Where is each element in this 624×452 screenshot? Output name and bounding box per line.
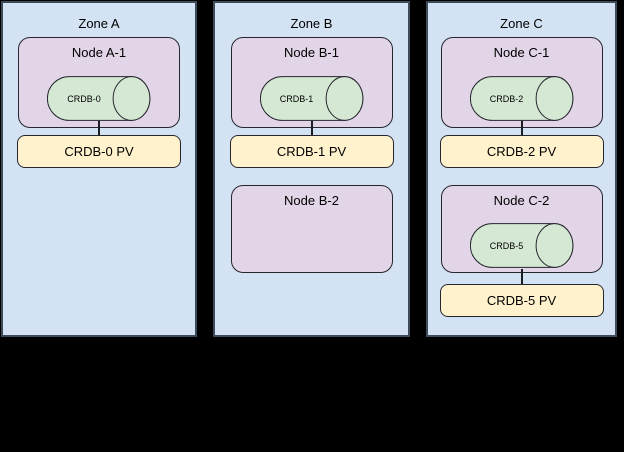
crdb-0-database-cylinder: CRDB-0 <box>46 76 151 121</box>
pv-crdb-2-box: CRDB-2 PV <box>439 135 604 168</box>
zone-a-panel: Zone A Node A-1 CRDB-0 CRDB-0 PV <box>1 1 197 337</box>
cylinder-label: CRDB-5 <box>489 240 524 251</box>
database-cylinder-icon <box>259 76 363 121</box>
database-cylinder-icon <box>469 76 573 121</box>
pv-crdb-1-box: CRDB-1 PV <box>229 135 394 168</box>
crdb-2-database-cylinder: CRDB-2 <box>469 76 574 121</box>
node-b1-box: Node B-1 CRDB-1 <box>230 37 393 128</box>
cylinder-label: CRDB-2 <box>489 93 524 104</box>
node-label: Node C-1 <box>493 45 550 60</box>
connector-line <box>98 121 100 136</box>
node-c1-box: Node C-1 CRDB-2 <box>440 37 603 128</box>
pv-label: CRDB-0 PV <box>64 144 134 159</box>
node-label: Node B-1 <box>284 45 339 60</box>
database-cylinder-icon <box>46 76 151 121</box>
node-label: Node A-1 <box>71 45 127 60</box>
crdb-5-database-cylinder: CRDB-5 <box>469 223 574 268</box>
pv-label: CRDB-5 PV <box>486 293 557 308</box>
database-cylinder-icon <box>469 223 573 268</box>
zone-b-panel: Zone B Node B-1 CRDB-1 CRDB-1 PV Node B-… <box>213 1 410 337</box>
pv-label: CRDB-1 PV <box>276 144 347 159</box>
pv-crdb-0-box: CRDB-0 PV <box>17 135 181 168</box>
node-label: Node C-2 <box>493 193 550 208</box>
node-label: Node B-2 <box>284 193 339 208</box>
connector-line <box>520 269 523 285</box>
cylinder-label: CRDB-1 <box>279 93 314 104</box>
pv-crdb-5-box: CRDB-5 PV <box>439 284 604 317</box>
zone-c-panel: Zone C Node C-1 CRDB-2 CRDB-2 PV Node C-… <box>426 1 617 337</box>
node-c2-box: Node C-2 CRDB-5 <box>440 185 603 273</box>
connector-line <box>520 121 523 136</box>
zone-label: Zone C <box>500 16 543 31</box>
connector-line <box>310 121 313 136</box>
node-a1-box: Node A-1 CRDB-0 <box>18 37 180 128</box>
crdb-1-database-cylinder: CRDB-1 <box>259 76 364 121</box>
node-b2-box: Node B-2 <box>230 185 393 273</box>
pv-label: CRDB-2 PV <box>486 144 557 159</box>
cylinder-label: CRDB-0 <box>67 93 101 104</box>
zone-label: Zone B <box>290 16 333 31</box>
zone-label: Zone A <box>78 16 120 31</box>
